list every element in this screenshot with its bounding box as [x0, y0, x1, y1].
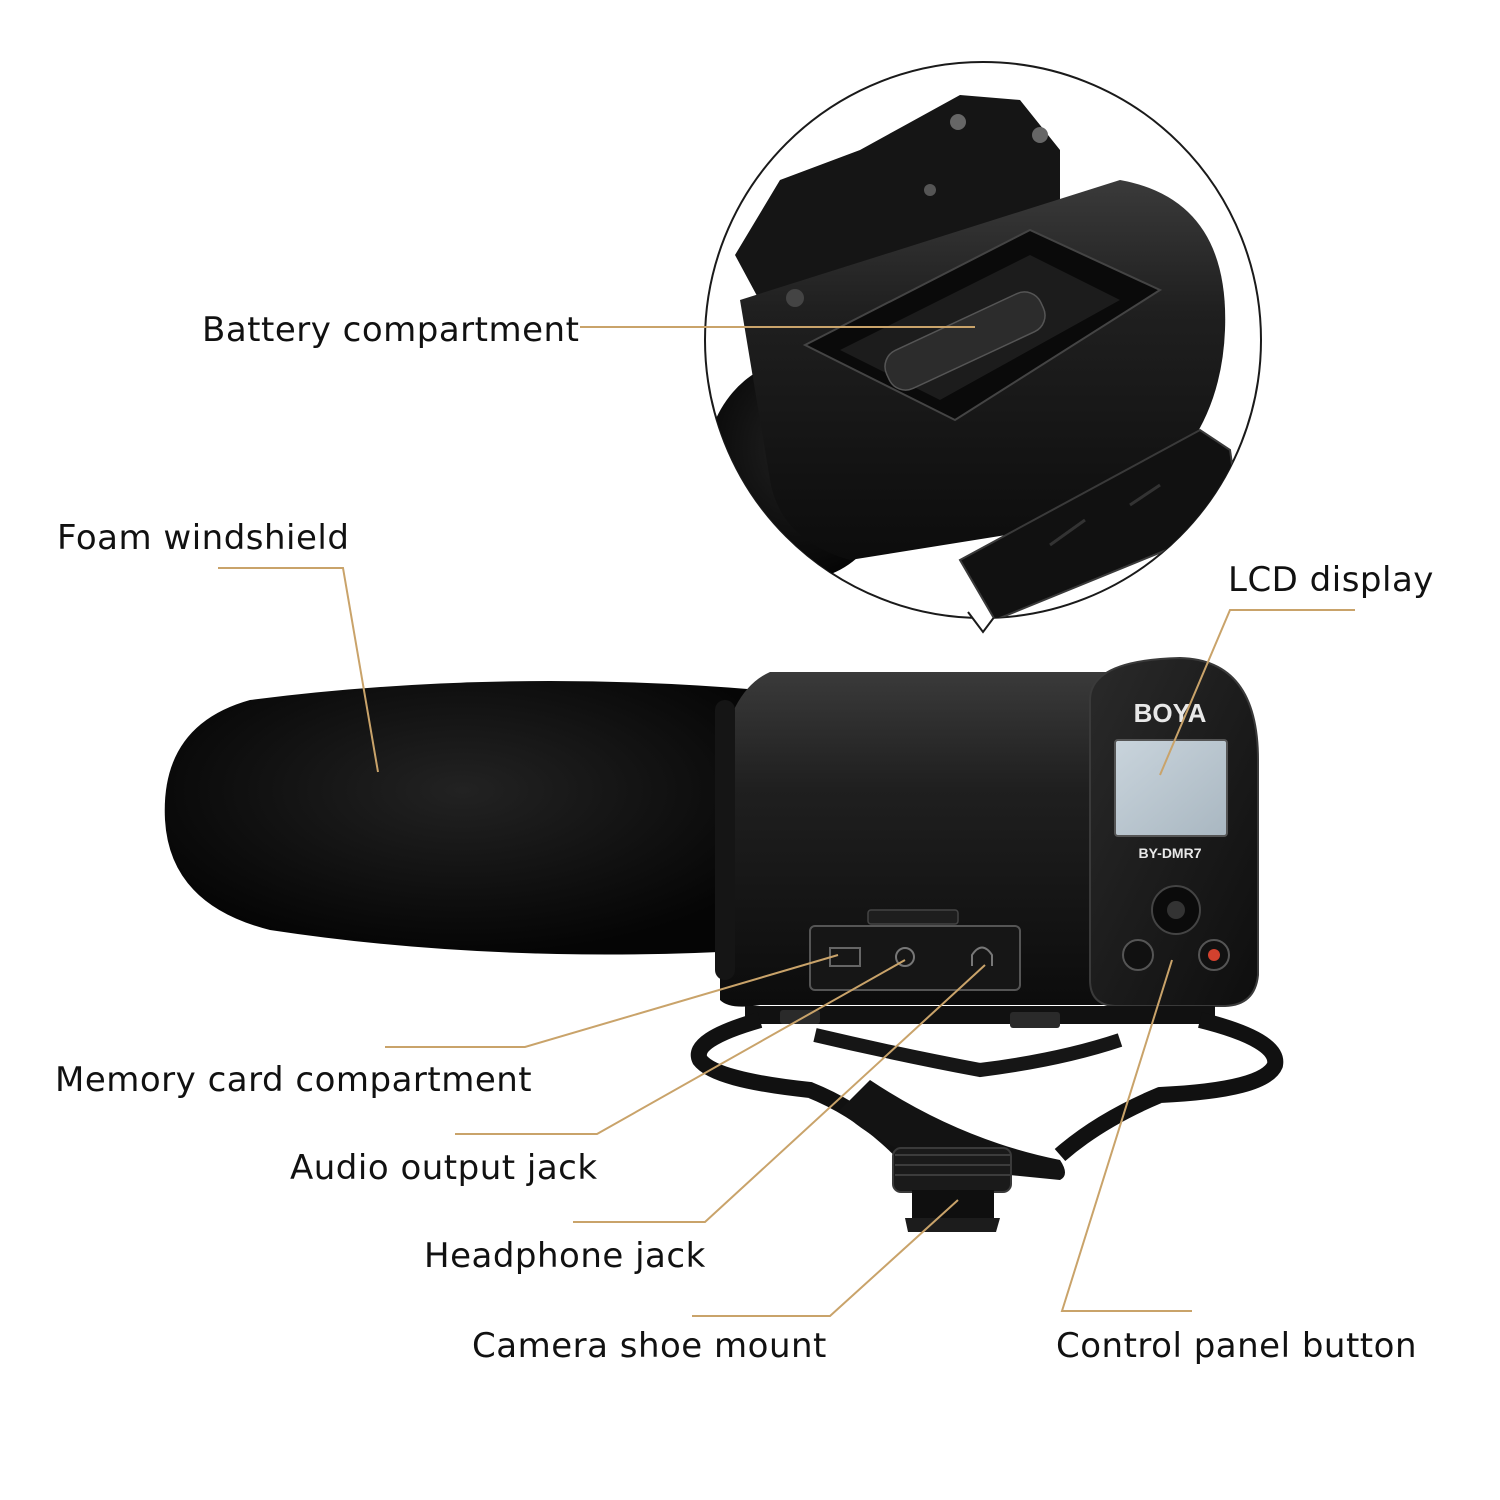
label-lcd-display: LCD display	[1228, 560, 1434, 600]
power-button	[1122, 939, 1154, 971]
leader-control	[1060, 959, 1192, 1312]
label-camera-shoe-mount: Camera shoe mount	[472, 1326, 827, 1366]
headphone-port	[971, 946, 993, 966]
label-battery-compartment: Battery compartment	[202, 310, 580, 350]
side-port-panel	[809, 925, 1021, 991]
label-headphone-jack: Headphone jack	[424, 1236, 706, 1276]
leader-shoe	[692, 1199, 959, 1317]
leader-foam	[218, 567, 379, 773]
leader-lines	[218, 326, 1355, 1317]
inset-circle	[704, 61, 1262, 634]
lcd-screen	[1114, 739, 1228, 837]
microphone: BOYA BY-DMR7	[164, 656, 1284, 1232]
foam-windshield	[164, 681, 761, 955]
label-foam-windshield: Foam windshield	[57, 518, 350, 558]
camera-shoe	[892, 1147, 1012, 1232]
model-text: BY-DMR7	[1138, 845, 1201, 861]
leader-headphone	[573, 964, 986, 1223]
audio-output-port	[895, 947, 915, 967]
label-audio-output-jack: Audio output jack	[290, 1148, 598, 1188]
label-memory-card-compartment: Memory card compartment	[55, 1060, 533, 1100]
leader-lcd	[1159, 609, 1355, 776]
brand-text: BOYA	[1134, 698, 1207, 728]
leader-audio-out	[455, 959, 906, 1135]
label-control-panel-button: Control panel button	[1056, 1326, 1417, 1366]
leader-memory	[385, 954, 839, 1048]
